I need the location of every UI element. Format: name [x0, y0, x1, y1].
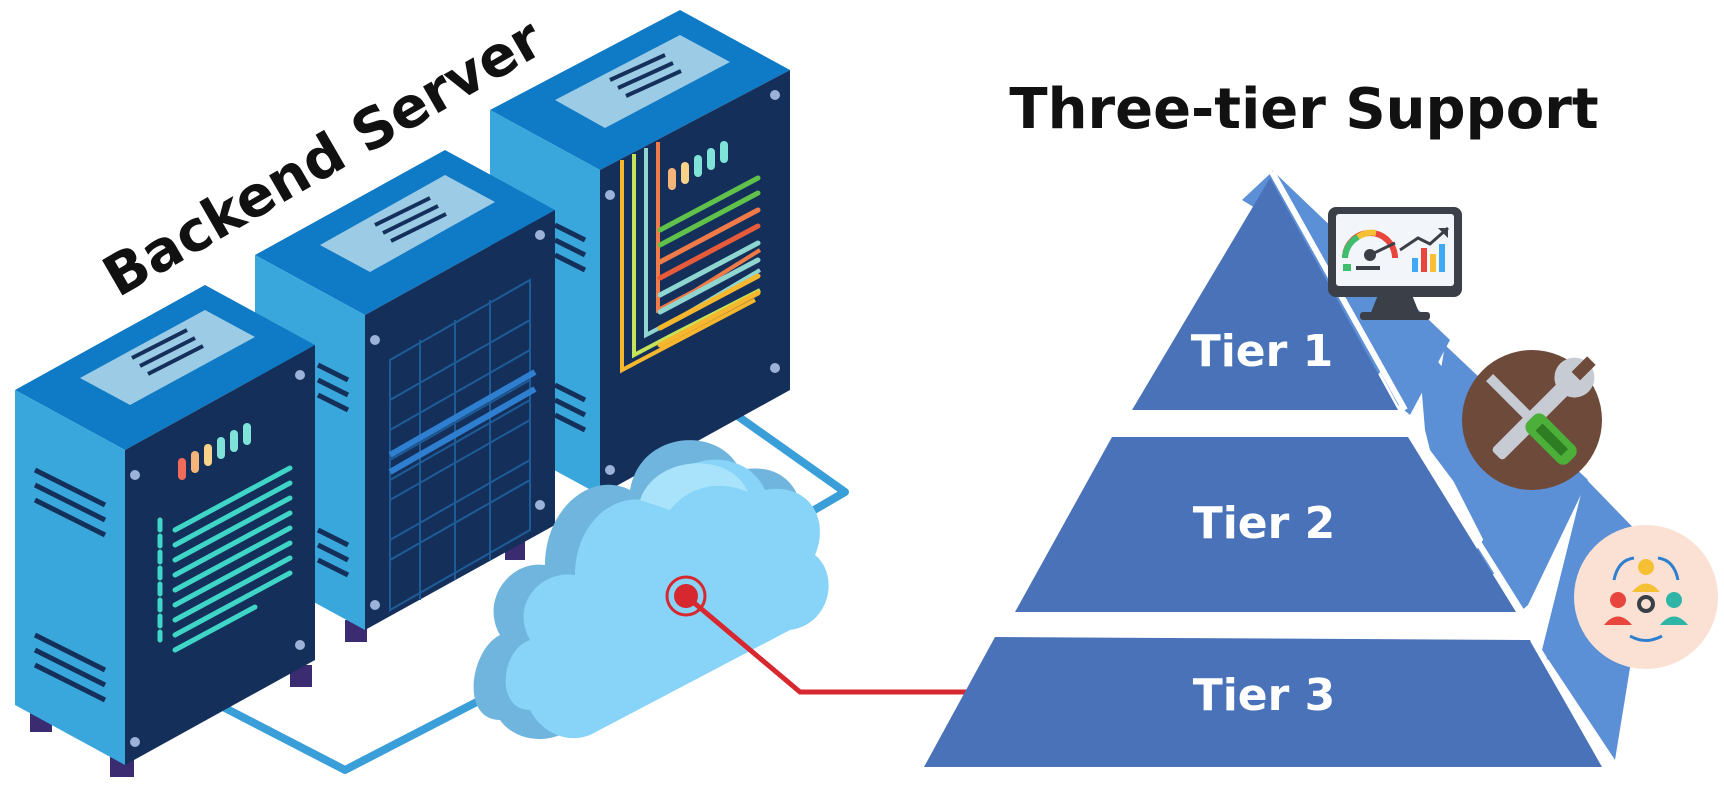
page-title: Three-tier Support	[1009, 77, 1598, 142]
wrench-screwdriver-icon	[1462, 350, 1602, 490]
hexagon-mesh-panel	[389, 278, 531, 612]
server-top-plate	[320, 175, 495, 272]
monitor-dashboard-icon	[1328, 207, 1462, 320]
connector-ring	[665, 575, 707, 617]
tier-3-label: Tier 3	[1193, 670, 1336, 721]
tier-2-face	[1015, 437, 1516, 612]
server-top-plate	[80, 310, 255, 405]
server-top-plate	[555, 35, 730, 128]
team-collaboration-icon	[1574, 525, 1718, 669]
server-front	[125, 345, 315, 765]
red-connector	[665, 575, 970, 695]
tier-1-label: Tier 1	[1191, 326, 1334, 377]
connector-line	[684, 594, 970, 695]
tier-1-face	[1132, 178, 1398, 410]
server-status-leds	[178, 423, 251, 480]
server-rack-left	[15, 285, 315, 777]
tier-3-face	[924, 637, 1602, 767]
tier-2-label: Tier 2	[1193, 498, 1336, 549]
server-status-leds	[668, 141, 728, 190]
server-side	[15, 390, 125, 765]
server-data-lines	[157, 465, 293, 653]
connector-dot	[674, 584, 698, 608]
cable-left-server	[186, 686, 504, 774]
